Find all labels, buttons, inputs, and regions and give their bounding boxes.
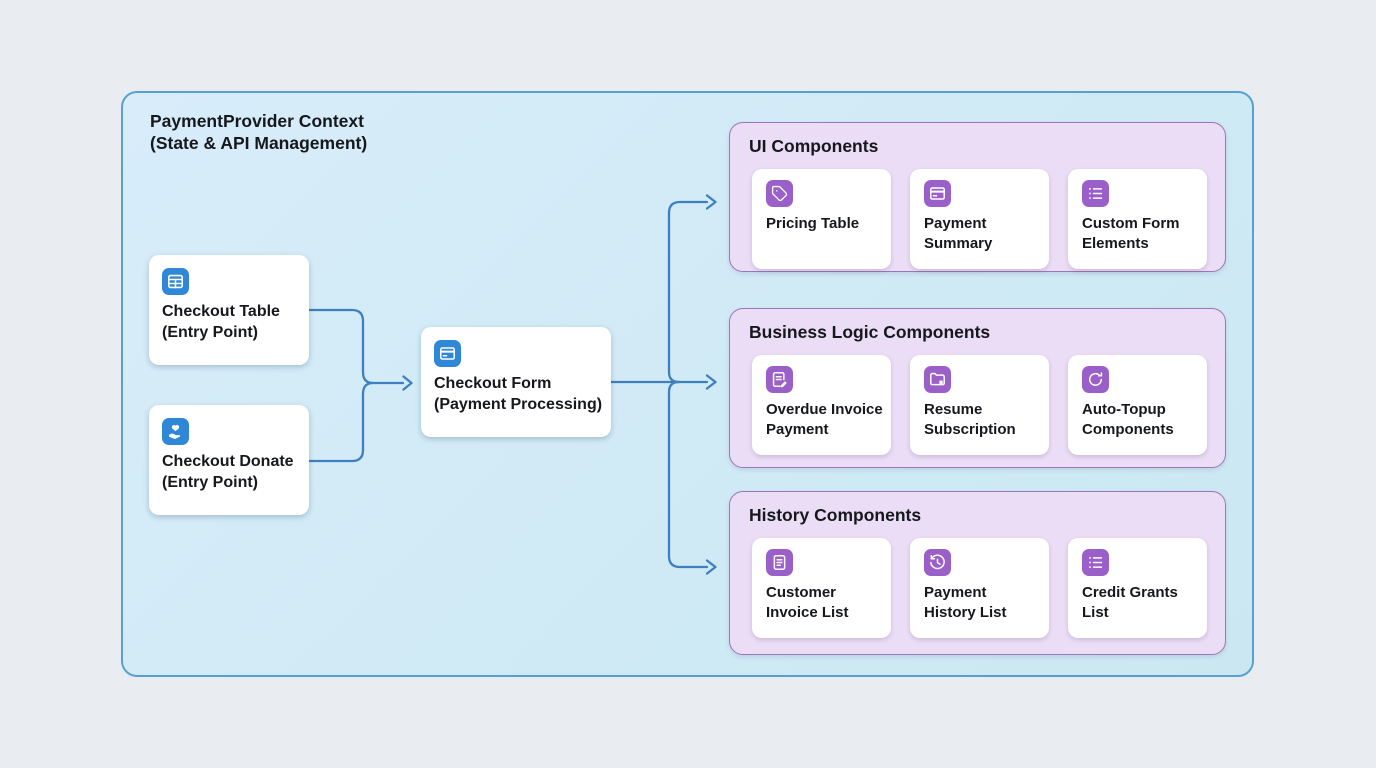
node-checkout-donate: Checkout Donate (Entry Point) — [149, 405, 309, 515]
card-resume-subscription: Resume Subscription — [910, 355, 1049, 455]
card-label: Credit Grants List — [1082, 584, 1178, 621]
section-ui-components: UI Components Pricing Table Payment Summ… — [729, 122, 1226, 272]
section-title: History Components — [749, 505, 922, 525]
card-label: Overdue Invoice Payment — [766, 401, 883, 438]
diagram-title: PaymentProvider Context (State & API Man… — [150, 111, 368, 153]
card-label: Customer Invoice List — [766, 584, 849, 621]
tag-icon — [766, 180, 793, 207]
card-pricing-table: Pricing Table — [752, 169, 891, 269]
section-title: UI Components — [749, 136, 879, 156]
card-customer-invoice-list: Customer Invoice List — [752, 538, 891, 638]
file-lines-icon — [766, 549, 793, 576]
section-business-logic-components: Business Logic Components Overdue Invoic… — [729, 308, 1226, 468]
table-icon — [162, 268, 189, 295]
section-card-row: Overdue Invoice Payment Resume Subscript… — [752, 355, 1207, 455]
card-label: Resume Subscription — [924, 401, 1016, 438]
folder-sync-icon — [924, 366, 951, 393]
card-payment-summary: Payment Summary — [910, 169, 1049, 269]
node-checkout-table: Checkout Table (Entry Point) — [149, 255, 309, 365]
card-label: Payment Summary — [924, 215, 993, 252]
card-overdue-invoice-payment: Overdue Invoice Payment — [752, 355, 891, 455]
card-label: Pricing Table — [766, 215, 860, 232]
list-icon — [1082, 549, 1109, 576]
hand-heart-icon — [162, 418, 189, 445]
history-icon — [924, 549, 951, 576]
list-icon — [1082, 180, 1109, 207]
section-title: Business Logic Components — [749, 322, 991, 342]
section-card-row: Pricing Table Payment Summary Custom For… — [752, 169, 1207, 269]
card-payment-history-list: Payment History List — [910, 538, 1049, 638]
card-credit-grants-list: Credit Grants List — [1068, 538, 1207, 638]
node-label: Checkout Form (Payment Processing) — [434, 375, 603, 413]
card-label: Payment History List — [924, 584, 1007, 621]
refresh-icon — [1082, 366, 1109, 393]
file-pen-icon — [766, 366, 793, 393]
section-history-components: History Components Customer Invoice List… — [729, 491, 1226, 655]
card-custom-form-elements: Custom Form Elements — [1068, 169, 1207, 269]
card-auto-topup-components: Auto-Topup Components — [1068, 355, 1207, 455]
node-label: Checkout Donate (Entry Point) — [162, 453, 294, 491]
section-card-row: Customer Invoice List Payment History Li… — [752, 538, 1207, 638]
card-label: Custom Form Elements — [1082, 215, 1180, 252]
credit-card-icon — [434, 340, 461, 367]
credit-card-icon — [924, 180, 951, 207]
node-label: Checkout Table (Entry Point) — [162, 303, 280, 341]
card-label: Auto-Topup Components — [1082, 401, 1174, 438]
node-checkout-form: Checkout Form (Payment Processing) — [421, 327, 611, 437]
